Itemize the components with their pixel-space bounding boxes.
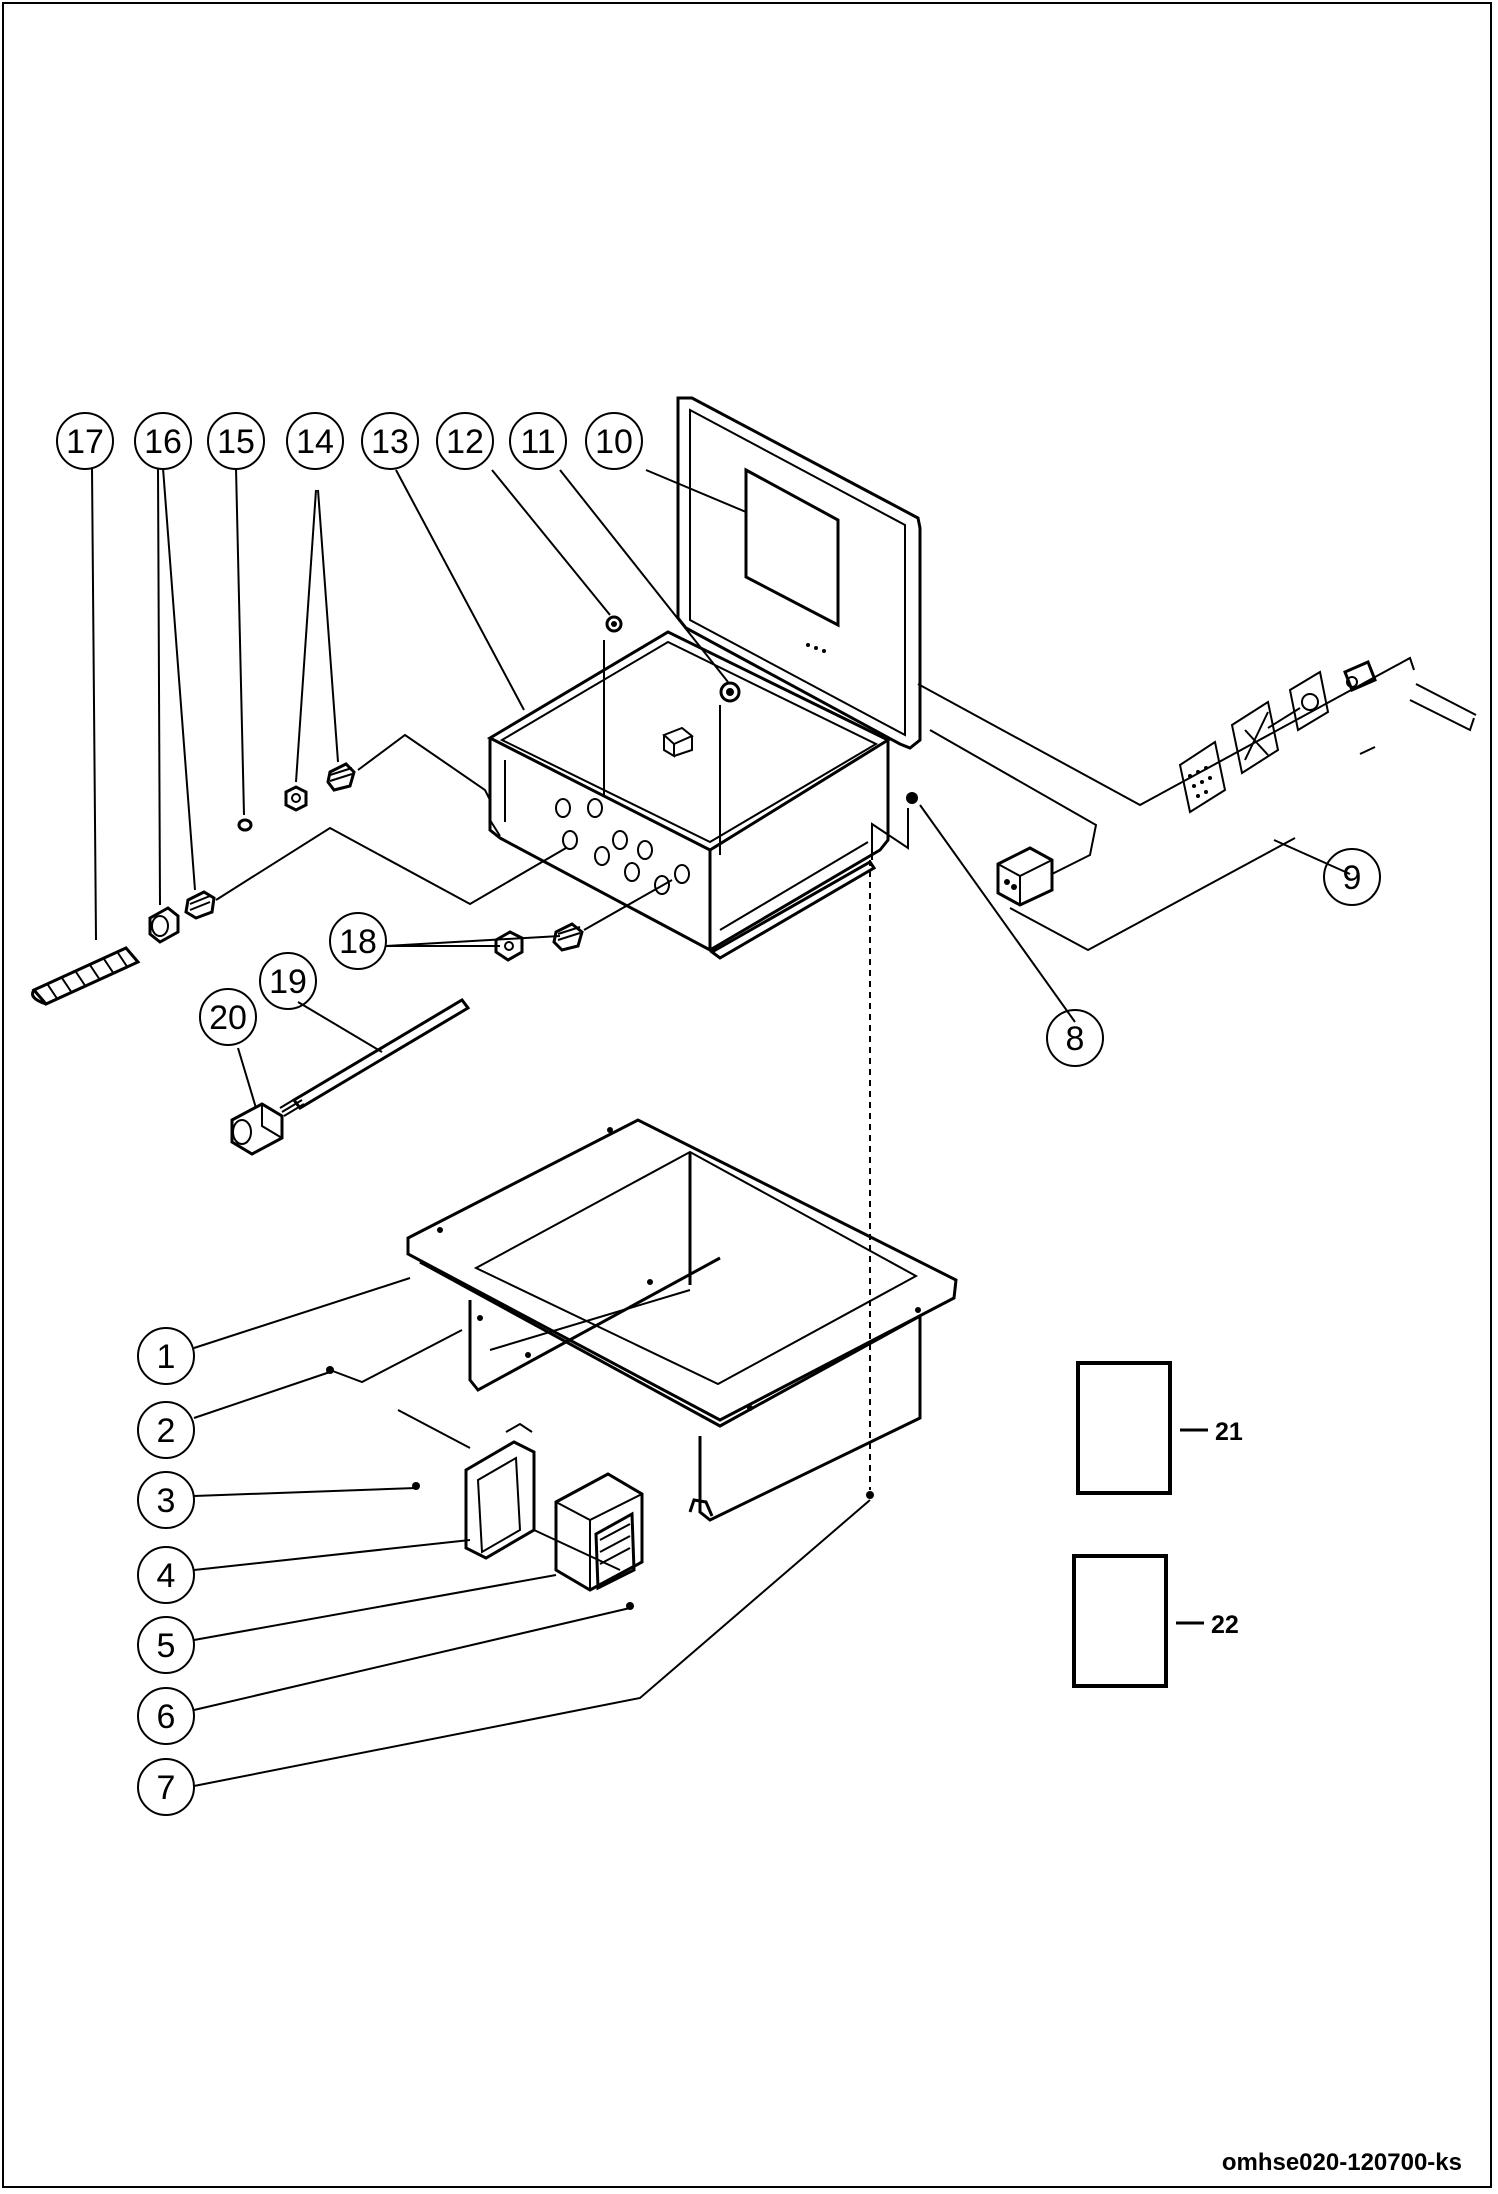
svg-text:18: 18 xyxy=(339,923,377,961)
part-15-washer xyxy=(237,818,253,832)
decal-22: 22 xyxy=(1072,1554,1239,1688)
callout-10: 10 xyxy=(585,412,643,470)
svg-text:3: 3 xyxy=(157,1482,176,1520)
svg-text:14: 14 xyxy=(296,423,334,461)
svg-text:5: 5 xyxy=(157,1627,176,1665)
callout-19: 19 xyxy=(259,952,317,1010)
part-17-conduit xyxy=(31,946,141,1006)
leader-lines xyxy=(91,467,1351,1787)
enclosure-box xyxy=(486,630,892,960)
part-18-fittings xyxy=(494,879,673,962)
part-19-rod xyxy=(279,998,471,1117)
callout-3: 3 xyxy=(137,1471,195,1529)
svg-text:7: 7 xyxy=(157,1769,176,1807)
callout-14: 14 xyxy=(286,412,344,470)
svg-text:12: 12 xyxy=(446,423,484,461)
mounting-frame xyxy=(406,1118,958,1522)
callout-5: 5 xyxy=(137,1616,195,1674)
callout-13: 13 xyxy=(361,412,419,470)
callout-2: 2 xyxy=(137,1401,195,1459)
callout-16: 16 xyxy=(134,412,192,470)
part-20-knob xyxy=(230,1102,284,1156)
svg-text:8: 8 xyxy=(1066,1020,1085,1058)
svg-text:20: 20 xyxy=(209,999,247,1037)
svg-text:15: 15 xyxy=(217,423,255,461)
callout-7: 7 xyxy=(137,1758,195,1816)
decal-21: 21 xyxy=(1076,1361,1243,1495)
svg-text:19: 19 xyxy=(269,963,307,1001)
callout-4: 4 xyxy=(137,1546,195,1604)
callout-8: 8 xyxy=(1046,1009,1104,1067)
part-14-fittings xyxy=(284,733,491,812)
svg-text:13: 13 xyxy=(371,423,409,461)
lid-label-window xyxy=(744,467,840,628)
svg-text:22: 22 xyxy=(1211,1611,1239,1639)
svg-text:16: 16 xyxy=(144,423,182,461)
callout-18: 18 xyxy=(329,912,387,970)
reference-code: omhse020-120700-ks xyxy=(1222,2149,1462,2176)
svg-text:4: 4 xyxy=(157,1557,176,1595)
svg-text:2: 2 xyxy=(157,1412,176,1450)
part-4-bracket xyxy=(464,1422,536,1560)
svg-text:11: 11 xyxy=(520,423,555,461)
callout-1: 1 xyxy=(137,1327,195,1385)
part-16-hub xyxy=(148,826,567,944)
callout-9: 9 xyxy=(1323,848,1381,906)
part-11-breather xyxy=(719,681,741,855)
part-9-connector-assembly xyxy=(917,656,1477,952)
callout-11: 11 xyxy=(509,412,567,470)
relay-block xyxy=(929,729,1098,907)
part-12-fitting xyxy=(603,615,623,795)
part-8-plug xyxy=(906,792,918,804)
svg-text:17: 17 xyxy=(66,423,104,461)
callout-20: 20 xyxy=(199,988,257,1046)
svg-text:10: 10 xyxy=(595,423,633,461)
callout-6: 6 xyxy=(137,1687,195,1745)
part-5-switch-box xyxy=(554,1472,644,1592)
svg-text:9: 9 xyxy=(1343,859,1362,897)
callout-15: 15 xyxy=(207,412,265,470)
svg-text:21: 21 xyxy=(1215,1418,1243,1446)
svg-text:6: 6 xyxy=(157,1698,176,1736)
callout-12: 12 xyxy=(436,412,494,470)
svg-text:1: 1 xyxy=(157,1338,176,1376)
callout-17: 17 xyxy=(56,412,114,470)
